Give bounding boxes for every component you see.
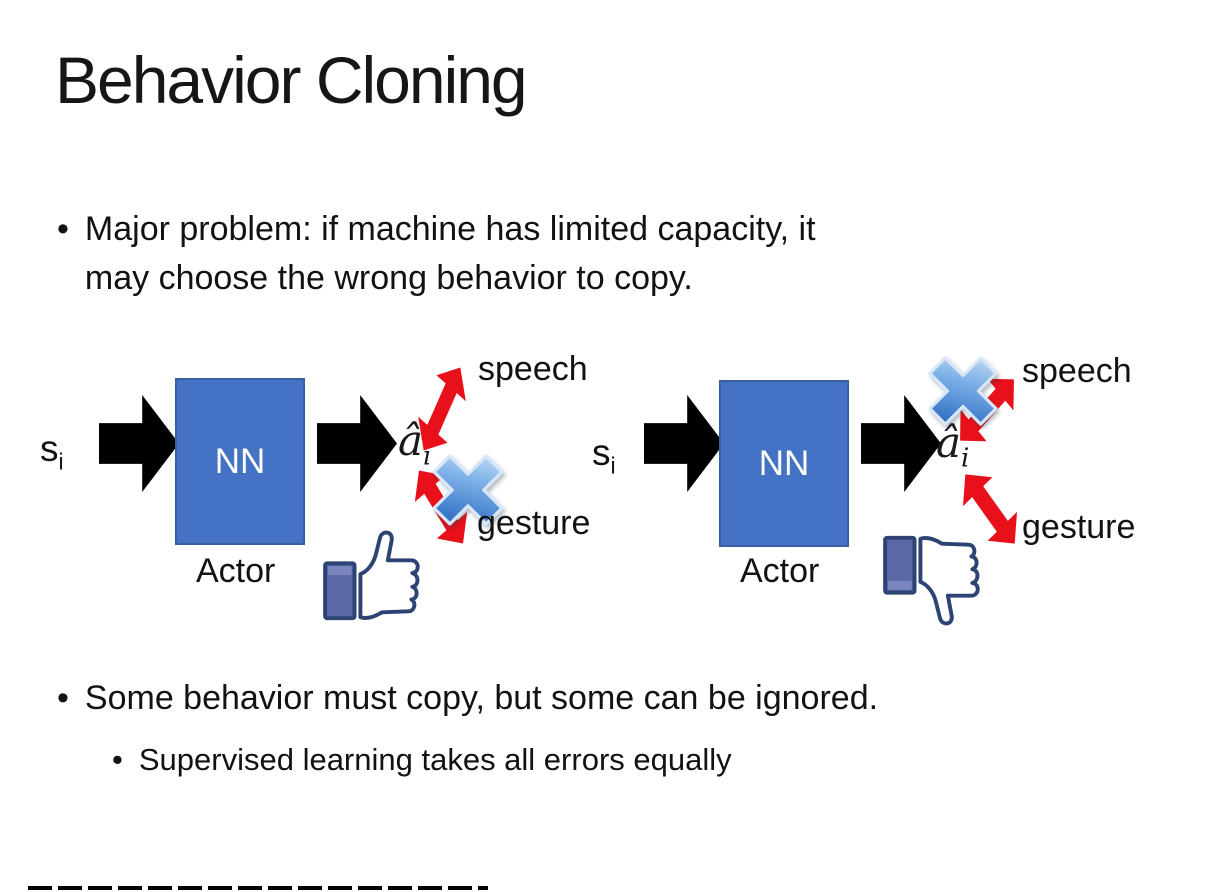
right-actor-label: Actor xyxy=(740,552,820,590)
right-gesture-label: gesture xyxy=(1022,508,1136,546)
left-input-base: s xyxy=(40,428,59,469)
sub-bullet-supervised-text: Supervised learning takes all errors equ… xyxy=(138,742,732,777)
left-speech-label: speech xyxy=(478,350,588,388)
left-cross-out-icon xyxy=(432,454,504,526)
right-cross-out-icon xyxy=(928,356,998,426)
right-input-base: s xyxy=(592,432,611,473)
right-input-sub: i xyxy=(610,452,616,479)
bullet-dot: • xyxy=(57,679,69,717)
left-input-state-label: si xyxy=(40,428,64,475)
right-input-arrow xyxy=(644,395,724,492)
bullet-some-behavior: • Some behavior must copy, but some can … xyxy=(57,674,1137,723)
thumbs-up-icon xyxy=(323,530,420,621)
left-gesture-label: gesture xyxy=(477,504,591,542)
bullet-line-2: may choose the wrong behavior to copy. xyxy=(84,259,693,298)
right-output-sub: i xyxy=(961,443,970,474)
bullet-major-problem: • Major problem: if machine has limited … xyxy=(57,205,1077,304)
left-speech-arrow xyxy=(418,367,466,451)
bullet-dot: • xyxy=(112,742,123,777)
right-speech-label: speech xyxy=(1022,352,1132,390)
thumbs-down-icon xyxy=(883,535,980,626)
cropped-bottom-content xyxy=(28,886,488,890)
bullet-dot: • xyxy=(57,210,69,248)
left-input-sub: i xyxy=(58,448,64,475)
right-input-state-label: si xyxy=(592,432,616,479)
left-output-sub: i xyxy=(423,441,432,472)
right-nn-box: NN xyxy=(719,380,849,547)
left-nn-box: NN xyxy=(175,378,305,545)
left-nn-label: NN xyxy=(214,441,266,481)
right-nn-label: NN xyxy=(758,443,810,483)
bullet-line-1: Major problem: if machine has limited ca… xyxy=(84,210,816,248)
right-gesture-arrow xyxy=(962,474,1018,544)
bullet-major-problem-text: Major problem: if machine has limited ca… xyxy=(85,205,816,304)
bullet-some-behavior-text: Some behavior must copy, but some can be… xyxy=(84,679,879,717)
left-output-action-label: âi xyxy=(398,416,431,471)
left-output-arrow xyxy=(317,395,397,492)
sub-bullet-supervised: • Supervised learning takes all errors e… xyxy=(112,738,1112,783)
right-output-base: â xyxy=(936,418,962,467)
left-input-arrow xyxy=(99,395,179,492)
left-actor-label: Actor xyxy=(196,552,276,590)
left-output-base: â xyxy=(398,416,424,465)
right-output-action-label: âi xyxy=(936,418,969,473)
page-title: Behavior Cloning xyxy=(55,43,528,117)
